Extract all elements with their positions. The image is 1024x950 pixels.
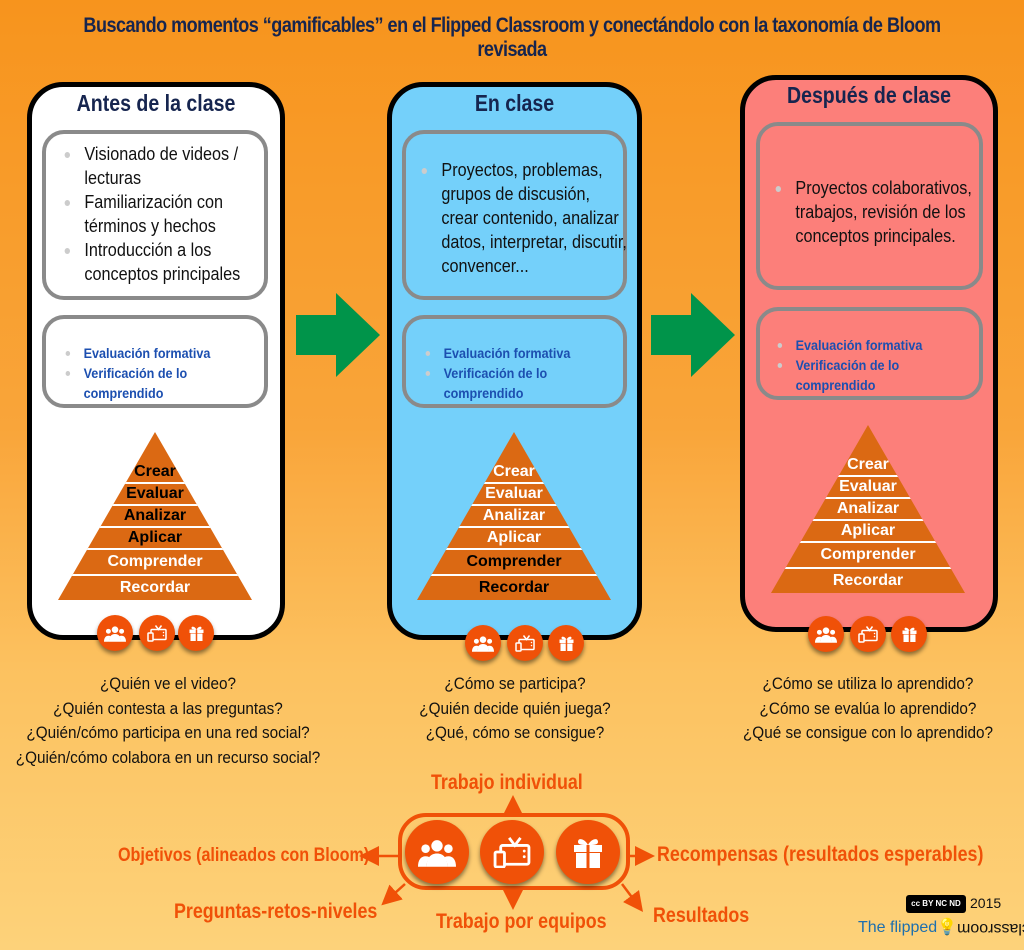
question: ¿Quién contesta a las preguntas?: [53, 698, 283, 718]
question: ¿Cómo se evalúa lo aprendido?: [759, 698, 977, 718]
gift-icon: [178, 615, 214, 651]
bloom-level-recordar: Recordar: [771, 567, 965, 593]
cc-license-badge: cc BY NC ND: [906, 895, 966, 913]
activity-item: Introducción a los conceptos principales: [61, 238, 273, 286]
questions-list: ¿Cómo se participa? ¿Quién decide quién j…: [365, 672, 665, 746]
evaluation-item: Verificación de lo comprendido: [62, 363, 238, 403]
people-icon: [405, 820, 469, 884]
arrow-right-icon: [296, 293, 380, 377]
gift-icon: [556, 820, 620, 884]
people-icon: [97, 615, 133, 651]
activity-item: Proyectos, problemas, grupos de discusió…: [418, 158, 630, 278]
people-icon: [808, 616, 844, 652]
bloom-level-aplicar: Aplicar: [771, 519, 965, 541]
brand-text: The flipped: [858, 919, 938, 936]
label-individual-work: Trabajo individual: [431, 771, 583, 794]
bloom-level-comprender: Comprender: [417, 548, 611, 574]
evaluation-item: Evaluación formativa: [774, 335, 953, 355]
tv-mobile-icon: [850, 616, 886, 652]
copyright-year: 2015: [970, 895, 1002, 911]
panel-title: En clase: [474, 90, 555, 116]
question: ¿Quién/cómo colabora en un recurso socia…: [15, 747, 321, 767]
question: ¿Quién ve el video?: [99, 674, 237, 693]
bloom-level-comprender: Comprender: [58, 548, 252, 574]
tv-mobile-icon: [139, 615, 175, 651]
label-questions-challenges: Preguntas-retos-niveles: [174, 900, 378, 923]
label-results: Resultados: [653, 904, 750, 927]
activities-box: Proyectos colaborativos, trabajos, revis…: [756, 122, 983, 290]
label-team-work: Trabajo por equipos: [436, 910, 607, 933]
question: ¿Quién/cómo participa en una red social?: [26, 723, 310, 742]
activity-item: Familiarización con términos y hechos: [61, 190, 273, 238]
bloom-level-aplicar: Aplicar: [417, 526, 611, 548]
label-rewards: Recompensas (resultados esperables): [657, 843, 984, 866]
panel-title: Antes de la clase: [76, 90, 236, 116]
bloom-level-comprender: Comprender: [771, 541, 965, 567]
bloom-level-aplicar: Aplicar: [58, 526, 252, 548]
brand-text-inverted: classroom: [957, 920, 1024, 937]
gift-icon: [891, 616, 927, 652]
bloom-level-recordar: Recordar: [417, 574, 611, 600]
label-objectives: Objetivos (alineados con Bloom): [118, 845, 370, 866]
question: ¿Qué, cómo se consigue?: [425, 723, 605, 742]
questions-list: ¿Cómo se utiliza lo aprendido? ¿Cómo se e…: [708, 672, 1024, 746]
evaluation-item: Evaluación formativa: [62, 343, 238, 363]
bloom-level-recordar: Recordar: [58, 574, 252, 600]
activities-box: Proyectos, problemas, grupos de discusió…: [402, 130, 627, 300]
brand-logo: The flipped💡classroom: [858, 917, 1024, 937]
activity-item: Proyectos colaborativos, trabajos, revis…: [772, 176, 985, 248]
tv-mobile-icon: [480, 820, 544, 884]
lightbulb-icon: 💡: [937, 919, 958, 936]
questions-list: ¿Quién ve el video? ¿Quién contesta a las…: [0, 672, 338, 770]
evaluation-item: Verificación de lo comprendido: [774, 355, 953, 395]
arrow-right-icon: [651, 293, 735, 377]
people-icon: [465, 625, 501, 661]
gift-icon: [548, 625, 584, 661]
panel-title: Después de clase: [786, 82, 952, 108]
evaluation-item: Verificación de lo comprendido: [422, 363, 598, 403]
question: ¿Cómo se utiliza lo aprendido?: [762, 674, 974, 693]
question: ¿Qué se consigue con lo aprendido?: [742, 723, 994, 742]
gamification-elements-group: [398, 813, 630, 890]
page-title: Buscando momentos “gamificables” en el F…: [83, 14, 941, 61]
question: ¿Quién decide quién juega?: [419, 698, 611, 718]
activity-item: Visionado de videos / lecturas: [61, 142, 273, 190]
question: ¿Cómo se participa?: [444, 674, 586, 693]
evaluation-item: Evaluación formativa: [422, 343, 598, 363]
tv-mobile-icon: [507, 625, 543, 661]
